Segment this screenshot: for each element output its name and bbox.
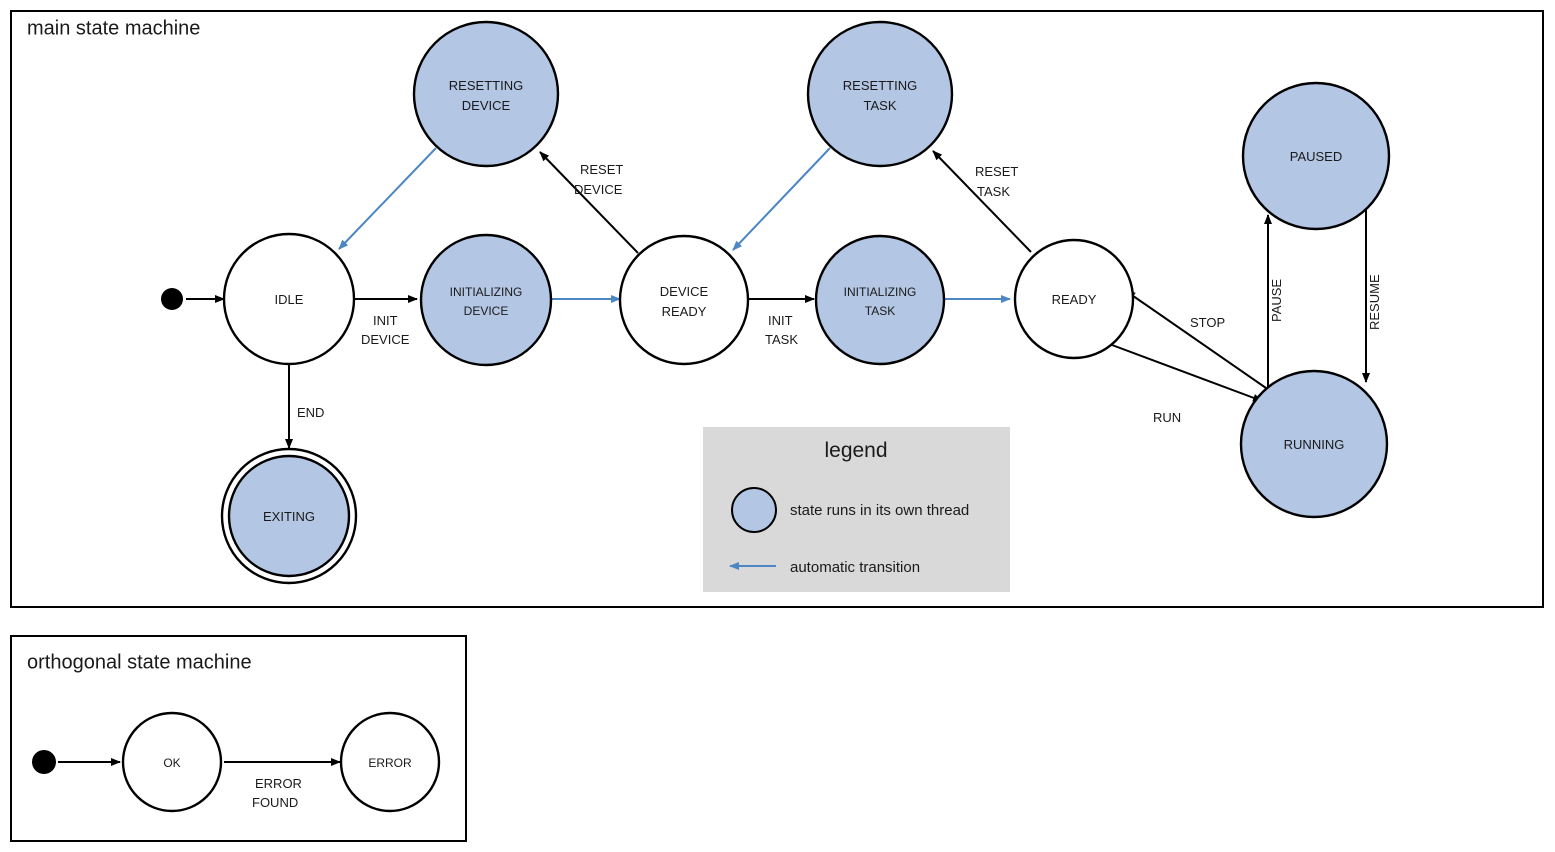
transition-label-init-device-line1: INIT <box>373 313 398 328</box>
state-ready[interactable]: READY <box>1013 238 1135 360</box>
state-resetting-device[interactable]: RESETTING DEVICE <box>412 20 560 168</box>
legend-title: legend <box>824 439 887 462</box>
legend-thread-state-circle-icon <box>731 487 777 533</box>
state-label-initializing-device-line2: DEVICE <box>464 304 509 318</box>
orthogonal-states-layer: OK ERROR <box>32 711 441 813</box>
main-transitions-layer: INIT DEVICE END RESET DEVICE INIT TASK <box>186 147 1382 449</box>
state-label-paused: PAUSED <box>1290 149 1343 164</box>
main-states-layer: IDLE RESETTING DEVICE INITIALIZING DEVIC… <box>161 20 1391 585</box>
initial-state-dot[interactable] <box>161 288 183 310</box>
state-initializing-device[interactable]: INITIALIZING DEVICE <box>419 233 553 367</box>
transition-label-reset-task-line1: RESET <box>975 164 1018 179</box>
transition-label-pause: PAUSE <box>1269 279 1284 322</box>
state-paused[interactable]: PAUSED <box>1241 81 1391 231</box>
transition-label-init-device-line2: DEVICE <box>361 332 410 347</box>
transition-label-reset-task-line2: TASK <box>977 184 1010 199</box>
orthogonal-transitions-layer: ERROR FOUND <box>58 758 341 810</box>
legend-entry-thread-state: state runs in its own thread <box>731 487 969 533</box>
state-label-resetting-device-line2: DEVICE <box>462 98 511 113</box>
state-idle[interactable]: IDLE <box>222 232 356 366</box>
transition-ready-to-running[interactable]: RUN <box>1111 344 1263 425</box>
state-exiting[interactable]: EXITING <box>220 447 358 585</box>
transition-label-run: RUN <box>1153 410 1181 425</box>
state-ok[interactable]: OK <box>121 711 223 813</box>
transition-paused-to-running[interactable]: RESUME <box>1362 208 1382 383</box>
legend-thread-state-label: state runs in its own thread <box>790 502 969 519</box>
transition-device-ready-to-initializing-task[interactable]: INIT TASK <box>748 295 815 347</box>
state-label-initializing-device-line1: INITIALIZING <box>450 285 523 299</box>
state-label-device-ready-line2: READY <box>662 304 707 319</box>
state-label-resetting-task-line2: TASK <box>864 98 897 113</box>
state-label-initializing-task-line2: TASK <box>865 304 895 318</box>
transition-label-stop: STOP <box>1190 315 1225 330</box>
state-initializing-task[interactable]: INITIALIZING TASK <box>814 234 946 366</box>
transition-label-reset-device-line1: RESET <box>580 162 623 177</box>
transition-label-resume: RESUME <box>1367 274 1382 330</box>
transition-label-error-found-line2: FOUND <box>252 795 298 810</box>
transition-label-reset-device-line2: DEVICE <box>574 182 623 197</box>
state-running[interactable]: RUNNING <box>1239 369 1389 519</box>
state-label-idle: IDLE <box>275 292 304 307</box>
transition-label-init-task-line2: TASK <box>765 332 798 347</box>
state-resetting-task[interactable]: RESETTING TASK <box>806 20 954 168</box>
legend-entry-automatic-transition: automatic transition <box>729 559 920 576</box>
transition-ok-to-error[interactable]: ERROR FOUND <box>224 758 341 810</box>
transition-resetting-device-to-idle[interactable] <box>338 147 437 250</box>
state-label-resetting-task-line1: RESETTING <box>843 78 917 93</box>
transition-running-to-paused[interactable]: PAUSE <box>1264 214 1284 400</box>
legend: legend state runs in its own thread auto… <box>703 427 1010 592</box>
orthogonal-frame-title: orthogonal state machine <box>27 651 252 673</box>
transition-label-error-found-line1: ERROR <box>255 776 302 791</box>
state-label-ready: READY <box>1052 292 1097 307</box>
state-error[interactable]: ERROR <box>339 711 441 813</box>
state-label-initializing-task-line1: INITIALIZING <box>844 285 917 299</box>
state-label-ok: OK <box>163 756 180 770</box>
state-label-running: RUNNING <box>1284 437 1345 452</box>
state-device-ready[interactable]: DEVICE READY <box>618 234 750 366</box>
state-label-resetting-device-line1: RESETTING <box>449 78 523 93</box>
transition-resetting-task-to-device-ready[interactable] <box>732 147 831 251</box>
transition-ready-to-resetting-task[interactable]: RESET TASK <box>932 150 1032 253</box>
transition-label-end: END <box>297 405 324 420</box>
state-label-exiting: EXITING <box>263 509 315 524</box>
main-frame-title: main state machine <box>27 17 200 39</box>
transition-idle-to-initializing-device[interactable]: INIT DEVICE <box>354 295 418 347</box>
state-label-error: ERROR <box>368 756 412 770</box>
final-state-outer-ring <box>220 447 358 585</box>
orthogonal-initial-state-dot[interactable] <box>32 750 56 774</box>
legend-automatic-transition-label: automatic transition <box>790 559 920 576</box>
transition-running-to-ready[interactable]: STOP <box>1125 290 1267 389</box>
transition-device-ready-to-resetting-device[interactable]: RESET DEVICE <box>539 151 639 254</box>
transition-label-init-task-line1: INIT <box>768 313 793 328</box>
state-label-device-ready-line1: DEVICE <box>660 284 709 299</box>
transition-idle-to-exiting[interactable]: END <box>285 364 324 449</box>
